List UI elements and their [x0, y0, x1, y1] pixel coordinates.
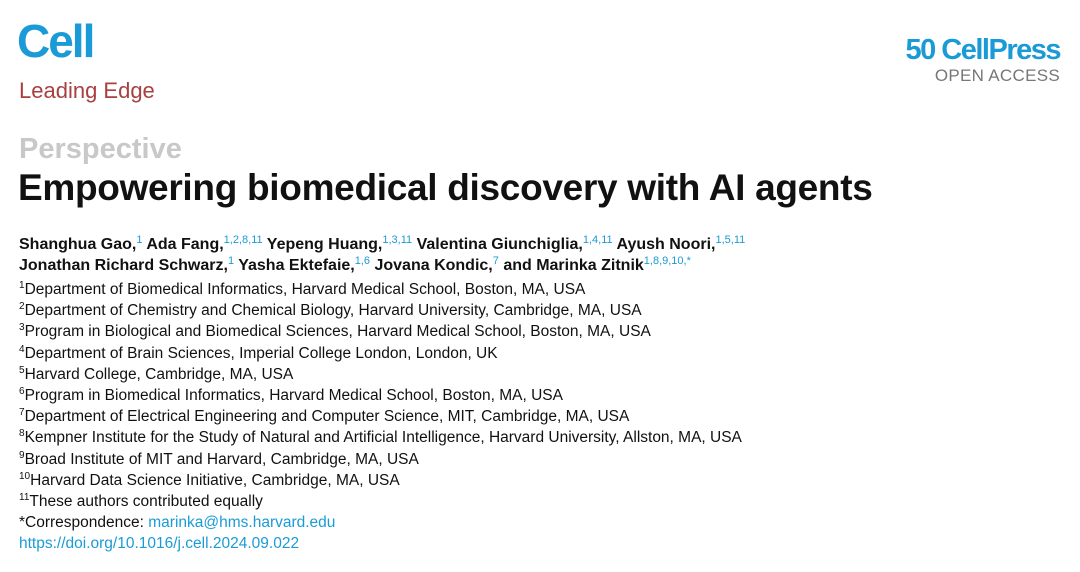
affiliation-text: Department of Chemistry and Chemical Bio…: [24, 302, 642, 320]
affiliation-text: Kempner Institute for the Study of Natur…: [24, 429, 742, 447]
publisher-logo: 50 CellPress OPEN ACCESS: [905, 34, 1061, 86]
author-name: Jovana Kondic,: [374, 257, 493, 274]
affiliation: 4Department of Brain Sciences, Imperial …: [19, 343, 742, 364]
author-affiliation-ref[interactable]: 1,2,8,11: [223, 234, 263, 246]
affiliation-text: Department of Brain Sciences, Imperial C…: [24, 344, 498, 362]
author-affiliation-ref[interactable]: 1: [227, 255, 235, 267]
journal-logo: Cell: [17, 15, 95, 67]
affiliation-text: Program in Biological and Biomedical Sci…: [24, 323, 651, 341]
affiliation: 6Program in Biomedical Informatics, Harv…: [19, 385, 742, 406]
author-affiliation-ref[interactable]: 1,4,11: [582, 234, 613, 246]
author-name: Shanghua Gao,: [19, 236, 137, 253]
correspondence-email[interactable]: marinka@hms.harvard.edu: [148, 514, 336, 532]
open-access-badge: OPEN ACCESS: [934, 66, 1060, 85]
author-affiliation-ref[interactable]: 1,6: [354, 255, 371, 267]
affiliation: 3Program in Biological and Biomedical Sc…: [19, 321, 742, 342]
author: Jonathan Richard Schwarz,1: [19, 255, 235, 275]
doi-link[interactable]: https://doi.org/10.1016/j.cell.2024.09.0…: [19, 535, 300, 553]
author: Valentina Giunchiglia,1,4,11: [416, 234, 613, 254]
affiliation-list: 1Department of Biomedical Informatics, H…: [19, 279, 742, 555]
affiliation-number: 4: [19, 343, 25, 355]
author-name: Ayush Noori,: [616, 236, 716, 253]
affiliation-text: Harvard Data Science Initiative, Cambrid…: [30, 471, 400, 489]
affiliation: 9Broad Institute of MIT and Harvard, Cam…: [19, 449, 742, 470]
author-name: Yasha Ektefaie,: [238, 257, 355, 274]
affiliation-number: 3: [19, 322, 25, 334]
correspondence: *Correspondence: marinka@hms.harvard.edu: [19, 512, 742, 533]
affiliation: 11These authors contributed equally: [19, 491, 742, 512]
section-label: Leading Edge: [19, 78, 155, 103]
affiliation-text: Broad Institute of MIT and Harvard, Camb…: [24, 450, 419, 468]
affiliation-text: Harvard College, Cambridge, MA, USA: [24, 365, 294, 383]
author: Yepeng Huang,1,3,11: [266, 234, 413, 254]
affiliation-number: 9: [19, 449, 25, 461]
correspondence-label: *Correspondence:: [19, 514, 149, 532]
affiliation-text: Department of Biomedical Informatics, Ha…: [24, 281, 586, 298]
affiliation-number: 7: [19, 407, 25, 419]
affiliation: 1Department of Biomedical Informatics, H…: [19, 279, 742, 300]
affiliation: 8Kempner Institute for the Study of Natu…: [19, 427, 742, 448]
affiliation-number: 8: [19, 428, 25, 440]
affiliation: 2Department of Chemistry and Chemical Bi…: [19, 300, 742, 321]
affiliation: 7Department of Electrical Engineering an…: [19, 406, 742, 427]
author-affiliation-ref[interactable]: 1,5,11: [715, 234, 746, 246]
author-name: Jonathan Richard Schwarz,: [19, 257, 228, 274]
article-type: Perspective: [19, 133, 182, 165]
affiliation-number: 5: [19, 364, 25, 376]
affiliation: 5Harvard College, Cambridge, MA, USA: [19, 364, 742, 385]
affiliation-number: 11: [19, 492, 30, 504]
affiliation-number: 1: [19, 280, 25, 291]
affiliation-text: Program in Biomedical Informatics, Harva…: [24, 387, 563, 405]
author-affiliation-ref[interactable]: 1,3,11: [382, 234, 413, 246]
author-affiliation-ref[interactable]: 7: [492, 255, 499, 267]
affiliation-number: 6: [19, 386, 25, 398]
author: Ayush Noori,1,5,11: [616, 234, 746, 254]
author: Ada Fang,1,2,8,11: [146, 234, 263, 254]
author-name: Ada Fang,: [146, 236, 224, 253]
author: Yasha Ektefaie,1,6: [238, 255, 371, 275]
author-affiliation-ref[interactable]: 1: [136, 234, 143, 246]
affiliation-number: 2: [19, 301, 25, 313]
author-name: and Marinka Zitnik: [503, 257, 644, 274]
author: Jovana Kondic,7: [374, 255, 499, 275]
publisher-name: 50 CellPress: [905, 34, 1061, 66]
affiliation-text: These authors contributed equally: [29, 493, 263, 511]
affiliation: 10Harvard Data Science Initiative, Cambr…: [19, 470, 742, 491]
affiliation-text: Department of Electrical Engineering and…: [24, 408, 630, 426]
author: and Marinka Zitnik1,8,9,10,*: [503, 255, 691, 275]
author: Shanghua Gao,1: [19, 234, 143, 254]
author-name: Valentina Giunchiglia,: [416, 236, 583, 253]
affiliation-number: 10: [19, 470, 31, 482]
author-name: Yepeng Huang,: [266, 236, 383, 253]
author-affiliation-ref[interactable]: 1,8,9,10,*: [643, 255, 691, 267]
author-list: Shanghua Gao,1 Ada Fang,1,2,8,11 Yepeng …: [19, 234, 1069, 276]
article-title: Empowering biomedical discovery with AI …: [18, 167, 873, 208]
